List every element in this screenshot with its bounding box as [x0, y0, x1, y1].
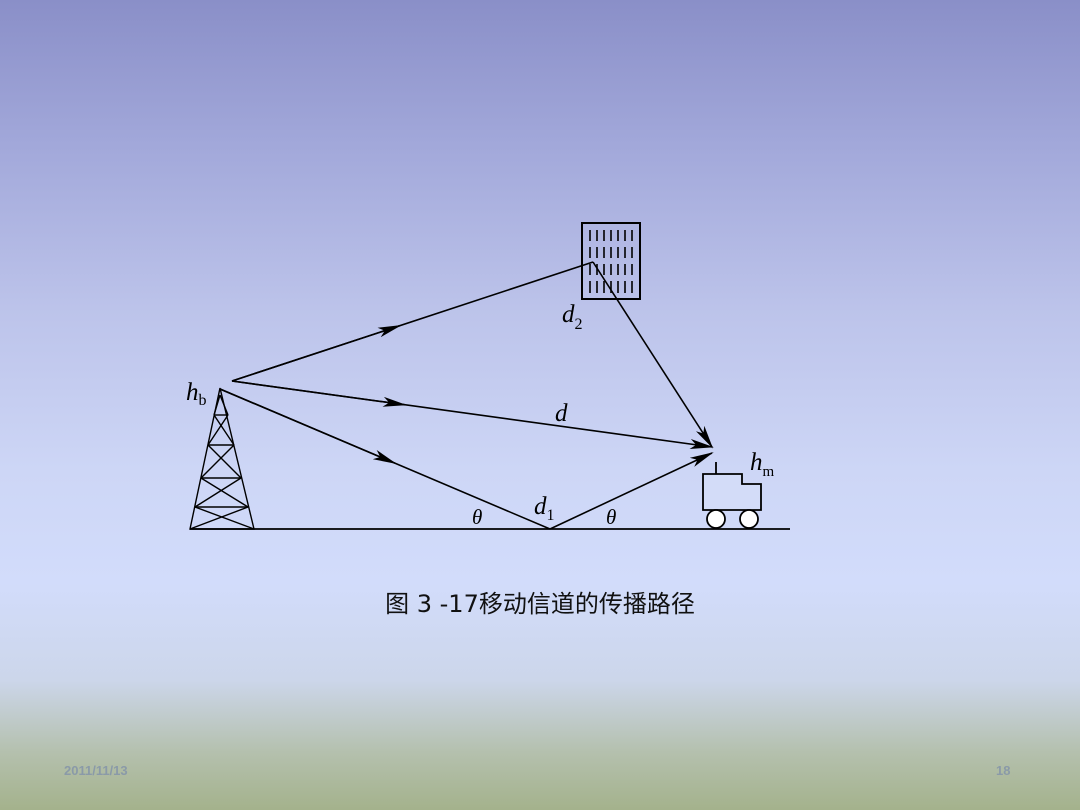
path-building-arrow — [231, 324, 402, 382]
building-icon — [581, 222, 641, 300]
path-building-to-mobile — [592, 261, 714, 449]
page-number: 18 — [996, 763, 1011, 778]
path-ground-arrow — [219, 388, 397, 464]
path-ground-to-mobile — [549, 452, 714, 530]
label-hb: hb — [186, 379, 207, 409]
label-theta-left: θ — [472, 505, 482, 529]
footer-date: 2011/11/13 — [64, 763, 128, 778]
label-theta-right: θ — [606, 505, 616, 529]
vehicle-icon — [702, 462, 762, 529]
label-hm: hm — [750, 449, 775, 480]
label-d1: d1 — [534, 493, 555, 524]
label-d2: d2 — [562, 301, 583, 333]
tower-icon — [189, 387, 255, 530]
path-direct-arrow — [231, 380, 407, 407]
figure-caption: 图 3 -17移动信道的传播路径 — [385, 590, 695, 618]
label-d: d — [555, 400, 568, 427]
